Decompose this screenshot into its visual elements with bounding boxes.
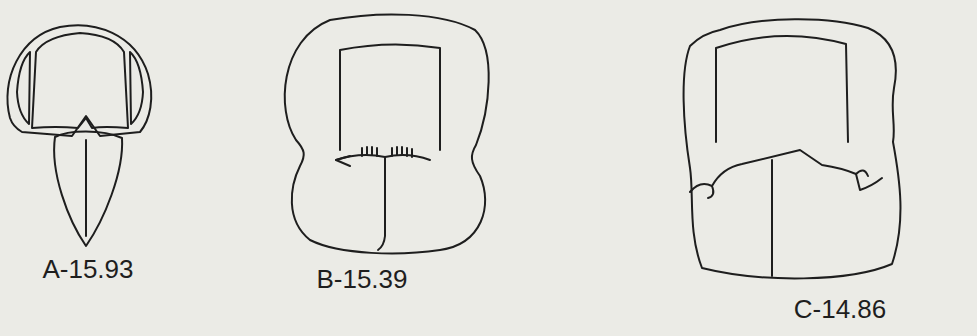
figure-label: A-15.93 bbox=[42, 256, 133, 282]
figure-label: B-15.39 bbox=[316, 266, 407, 292]
figure-b bbox=[285, 14, 489, 253]
figure-label: C-14.86 bbox=[794, 296, 887, 322]
figure-a bbox=[7, 25, 151, 246]
figure-c bbox=[684, 19, 901, 278]
